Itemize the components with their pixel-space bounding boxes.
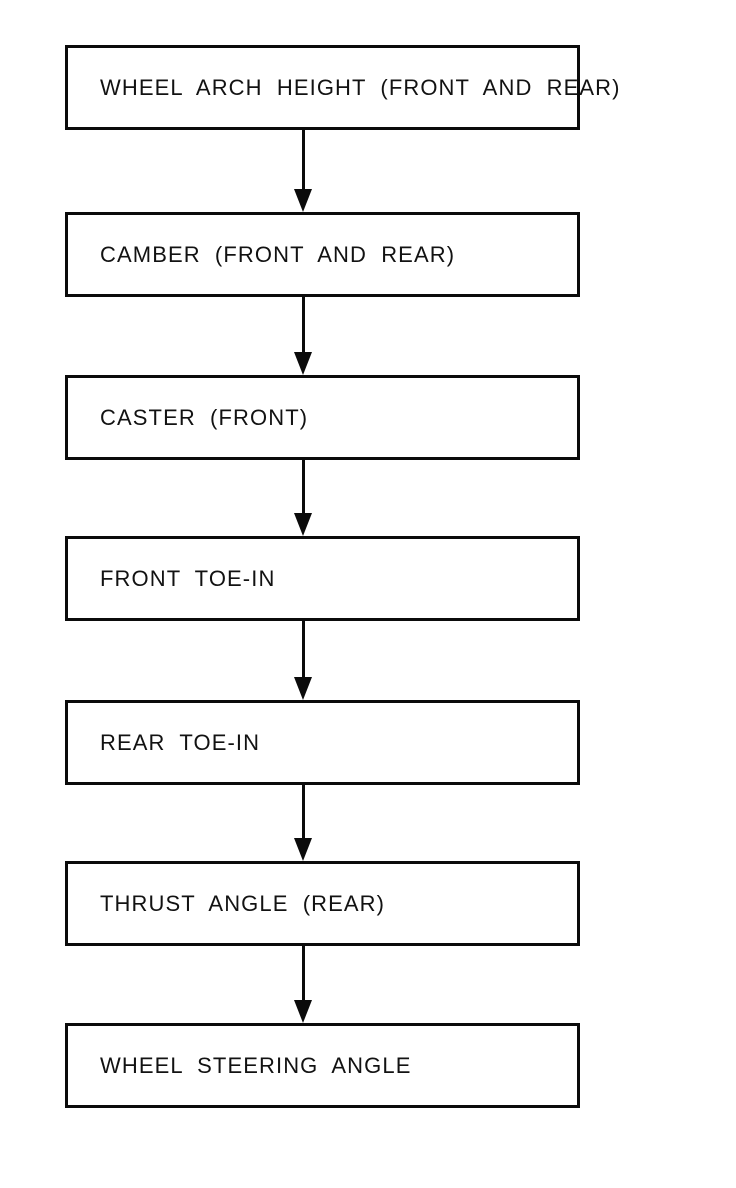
arrow-head: [294, 513, 312, 536]
arrow-head: [294, 838, 312, 861]
arrow-shaft: [301, 946, 305, 1000]
down-arrow-icon: [294, 785, 312, 861]
flow-step-caster: CASTER (FRONT): [65, 375, 580, 460]
flow-step-label: WHEEL ARCH HEIGHT (FRONT AND REAR): [100, 74, 621, 100]
arrow-shaft: [301, 785, 305, 838]
down-arrow-icon: [294, 946, 312, 1023]
arrow-head: [294, 189, 312, 212]
flow-step-wheel-arch-height: WHEEL ARCH HEIGHT (FRONT AND REAR): [65, 45, 620, 130]
arrow-shaft: [301, 621, 305, 677]
flow-step-label: CAMBER (FRONT AND REAR): [100, 241, 456, 267]
flow-step-wheel-steering-angle: WHEEL STEERING ANGLE: [65, 1023, 580, 1108]
flow-step-label: FRONT TOE-IN: [100, 565, 276, 591]
arrow-head: [294, 1000, 312, 1023]
flow-step-label: WHEEL STEERING ANGLE: [100, 1052, 412, 1078]
flow-step-label: THRUST ANGLE (REAR): [100, 890, 386, 916]
flow-step-rear-toe-in: REAR TOE-IN: [65, 700, 580, 785]
down-arrow-icon: [294, 460, 312, 536]
flow-step-front-toe-in: FRONT TOE-IN: [65, 536, 580, 621]
down-arrow-icon: [294, 130, 312, 212]
flow-step-thrust-angle: THRUST ANGLE (REAR): [65, 861, 580, 946]
flow-step-label: CASTER (FRONT): [100, 404, 309, 430]
arrow-head: [294, 352, 312, 375]
arrow-shaft: [301, 460, 305, 513]
arrow-shaft: [301, 130, 305, 189]
down-arrow-icon: [294, 297, 312, 375]
flow-step-camber: CAMBER (FRONT AND REAR): [65, 212, 580, 297]
arrow-head: [294, 677, 312, 700]
down-arrow-icon: [294, 621, 312, 700]
arrow-shaft: [301, 297, 305, 352]
flow-step-label: REAR TOE-IN: [100, 729, 261, 755]
